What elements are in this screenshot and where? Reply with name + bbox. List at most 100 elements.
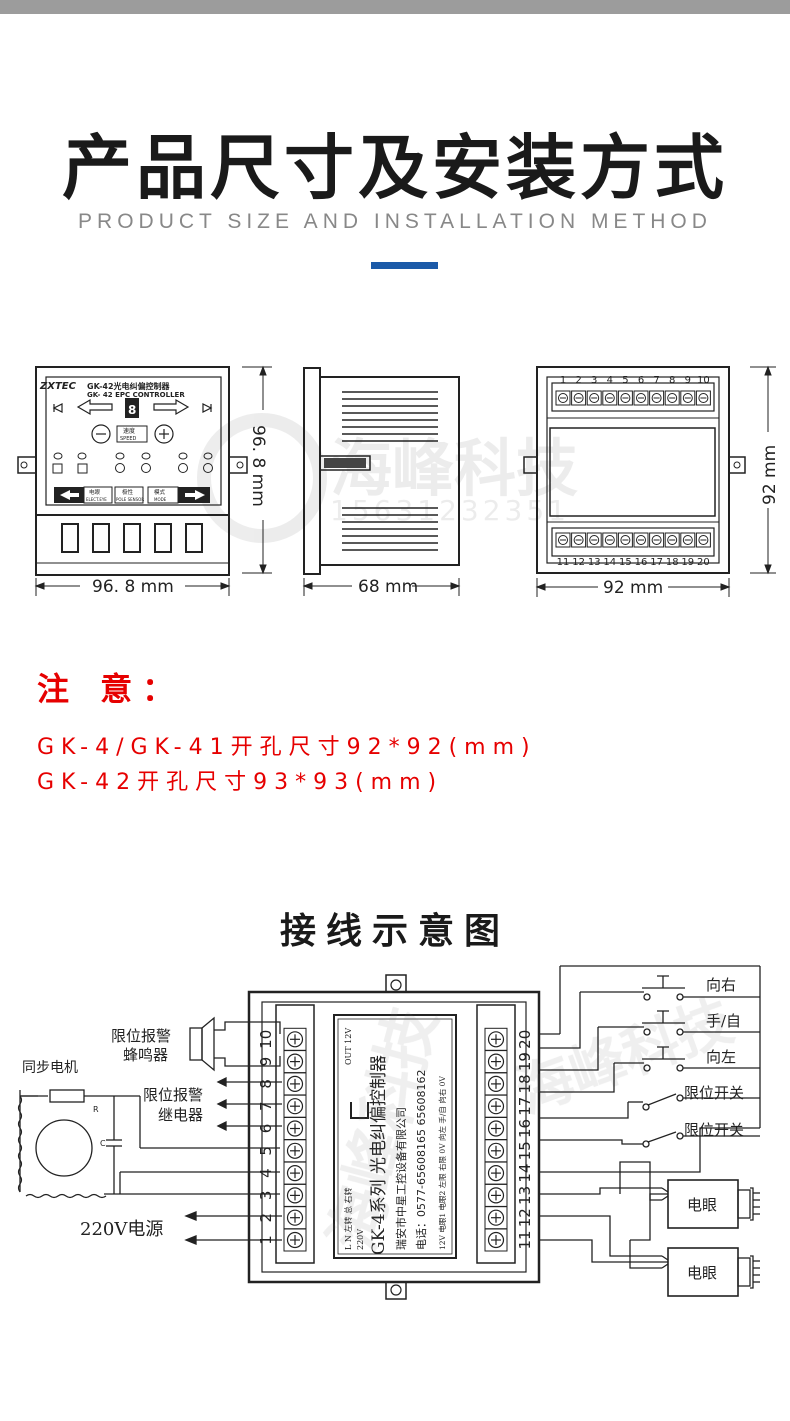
side-vent-top bbox=[342, 391, 438, 442]
terminal-number: 7 bbox=[653, 375, 659, 386]
panel-text: GK-4系列 光电纠偏控制器 瑞安市中星工控设备有限公司 电话：0577-656… bbox=[343, 1028, 447, 1255]
wiring-title: 接线示意图 bbox=[279, 911, 510, 952]
terminal-screw bbox=[286, 1120, 304, 1137]
terminal-cell bbox=[484, 1117, 508, 1140]
terminal-number: 20 bbox=[516, 1030, 534, 1049]
terminal-cell bbox=[602, 532, 618, 548]
terminal-number: 19 bbox=[516, 1052, 534, 1071]
label-limit-2: 限位开关 bbox=[684, 1121, 744, 1139]
panel-left-pins: L N 左转 总 右转 bbox=[343, 1188, 353, 1250]
terminal-screw bbox=[604, 535, 615, 545]
terminal-screw bbox=[286, 1209, 304, 1226]
panel-company: 瑞安市中星工控设备有限公司 bbox=[394, 1107, 408, 1250]
terminal-number: 12 bbox=[572, 557, 585, 568]
terminal-number: 9 bbox=[257, 1057, 275, 1067]
terminal-number: 14 bbox=[603, 557, 616, 568]
controller-body bbox=[247, 974, 541, 1300]
label-motor: 同步电机 bbox=[22, 1060, 78, 1076]
terminal-cell bbox=[283, 1206, 307, 1230]
label-eye-2: 电眼 bbox=[687, 1264, 717, 1282]
terminal-cell bbox=[484, 1027, 508, 1051]
display-digit: 8 bbox=[128, 403, 136, 417]
terminal-screw bbox=[286, 1053, 304, 1070]
label-buzzer-1: 限位报警 bbox=[111, 1027, 171, 1045]
speed-cn: 速度 bbox=[123, 427, 135, 435]
label-eye-1: 电眼 bbox=[687, 1196, 717, 1214]
wiring-watermark-brand-2: 海峰科技 bbox=[316, 1000, 451, 1258]
terminal-number: 15 bbox=[516, 1141, 534, 1160]
terminal-cell bbox=[695, 390, 711, 406]
label-manual: 手/自 bbox=[706, 1012, 741, 1030]
terminal-screw bbox=[651, 535, 662, 545]
right-labels: 向右 手/自 向左 限位开关 限位开关 电眼 电眼 bbox=[684, 976, 744, 1282]
terminal-number: 4 bbox=[607, 375, 613, 386]
terminal-cell bbox=[649, 390, 665, 406]
terminal-screw bbox=[636, 535, 646, 545]
terminal-cell bbox=[283, 1228, 307, 1252]
note-line-2: GK-42开孔尺寸93*93(mm) bbox=[37, 770, 444, 795]
terminal-number: 20 bbox=[697, 557, 710, 568]
wiring-watermark: 海峰科技 海峰科技 bbox=[316, 989, 742, 1258]
terminal-screw bbox=[698, 535, 709, 545]
terminal-screw bbox=[286, 1031, 304, 1048]
front-width-label: 96. 8 mm bbox=[92, 577, 174, 597]
terminal-number: 3 bbox=[591, 375, 597, 386]
terminal-cell bbox=[484, 1094, 508, 1118]
terminal-cell bbox=[484, 1183, 508, 1207]
terminal-screw bbox=[636, 393, 646, 403]
terminal-number: 4 bbox=[257, 1168, 275, 1178]
terminal-screw bbox=[558, 393, 568, 403]
front-dimensions bbox=[34, 365, 272, 596]
terminal-cell bbox=[555, 532, 571, 548]
terminal-cell bbox=[617, 390, 633, 406]
terminal-number: 6 bbox=[638, 375, 644, 386]
terminal-screw bbox=[286, 1231, 304, 1249]
terminal-screw bbox=[487, 1231, 505, 1249]
label-power: 220V电源 bbox=[80, 1219, 163, 1240]
btn-mode-cn: 模式 bbox=[154, 488, 166, 496]
terminal-screw bbox=[651, 393, 662, 403]
panel-out: OUT 12V bbox=[344, 1028, 353, 1065]
terminal-number: 17 bbox=[516, 1097, 534, 1116]
terminal-screw bbox=[286, 1098, 304, 1115]
side-vent-bottom bbox=[342, 507, 438, 551]
terminal-screw bbox=[667, 393, 678, 403]
terminal-number: 5 bbox=[622, 375, 628, 386]
terminal-number: 10 bbox=[697, 375, 710, 386]
front-view bbox=[17, 366, 248, 576]
terminal-number: 13 bbox=[516, 1186, 534, 1205]
terminal-cell bbox=[484, 1072, 508, 1096]
terminal-screw bbox=[487, 1053, 505, 1070]
terminal-number: 8 bbox=[257, 1079, 275, 1089]
terminal-screw bbox=[286, 1142, 304, 1159]
terminal-cell bbox=[484, 1206, 508, 1230]
terminal-number: 11 bbox=[516, 1230, 534, 1249]
terminal-cell bbox=[664, 532, 680, 548]
accent-divider bbox=[371, 262, 438, 269]
terminal-cell bbox=[571, 390, 587, 406]
btn-elect-en: ELECT.EYE bbox=[86, 497, 107, 502]
terminal-number: 7 bbox=[257, 1101, 275, 1111]
panel-right-pins: 12V 电眼1 电眼2 左限 右限 0V 向左 手/自 向右 0V bbox=[437, 1076, 447, 1250]
terminal-screw bbox=[487, 1164, 505, 1182]
terminal-number: 1 bbox=[257, 1235, 275, 1245]
terminal-screw bbox=[487, 1031, 505, 1048]
front-labels: ZXTEC GK-42光电纠偏控制器 GK- 42 EPC CONTROLLER… bbox=[39, 381, 185, 502]
terminal-cell bbox=[484, 1050, 508, 1074]
terminal-cell bbox=[680, 532, 696, 548]
terminal-cell bbox=[283, 1117, 307, 1140]
terminal-number: 11 bbox=[557, 557, 570, 568]
terminal-screw bbox=[682, 535, 693, 545]
terminal-cell bbox=[484, 1139, 508, 1163]
front-height-label: 96. 8 mm bbox=[248, 425, 268, 507]
brand-logo: ZXTEC bbox=[39, 381, 77, 392]
terminal-number: 8 bbox=[669, 375, 675, 386]
btn-mode-en: MODE bbox=[154, 497, 167, 502]
side-dimensions bbox=[302, 578, 461, 596]
label-r: R bbox=[93, 1105, 99, 1114]
terminal-screw bbox=[620, 535, 631, 545]
terminal-cell bbox=[283, 1027, 307, 1051]
